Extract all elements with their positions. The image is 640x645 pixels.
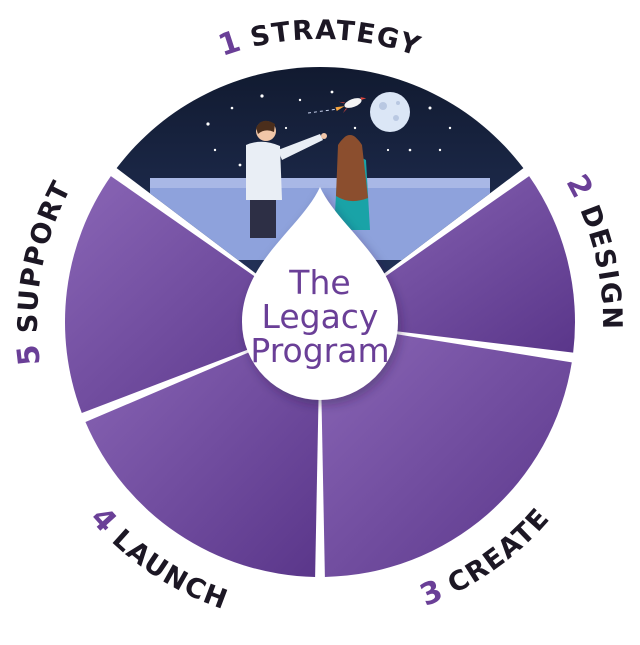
step-name: STRATEGY: [248, 15, 425, 63]
man-figure: [246, 120, 327, 238]
moon-icon: [370, 92, 410, 132]
center-title-line-3: Program: [250, 331, 389, 370]
segment-support[interactable]: [65, 176, 317, 413]
horizon-line: [150, 178, 490, 188]
rocket-trail: [307, 108, 339, 114]
segment-launch[interactable]: [85, 323, 320, 577]
step-number: 5: [10, 333, 48, 368]
center-drop: [242, 187, 398, 400]
rocket-icon: [335, 97, 367, 114]
step-label-strategy: 1 STRATEGY: [214, 15, 425, 64]
woman-figure: [334, 135, 370, 230]
step-name: DESIGN: [573, 201, 627, 331]
stars-icon: [206, 90, 452, 167]
center-badge: The Legacy Program: [242, 187, 398, 400]
center-title-line-1: The: [288, 263, 350, 302]
center-title-line-2: Legacy: [262, 297, 379, 336]
segment-create[interactable]: [320, 322, 572, 577]
